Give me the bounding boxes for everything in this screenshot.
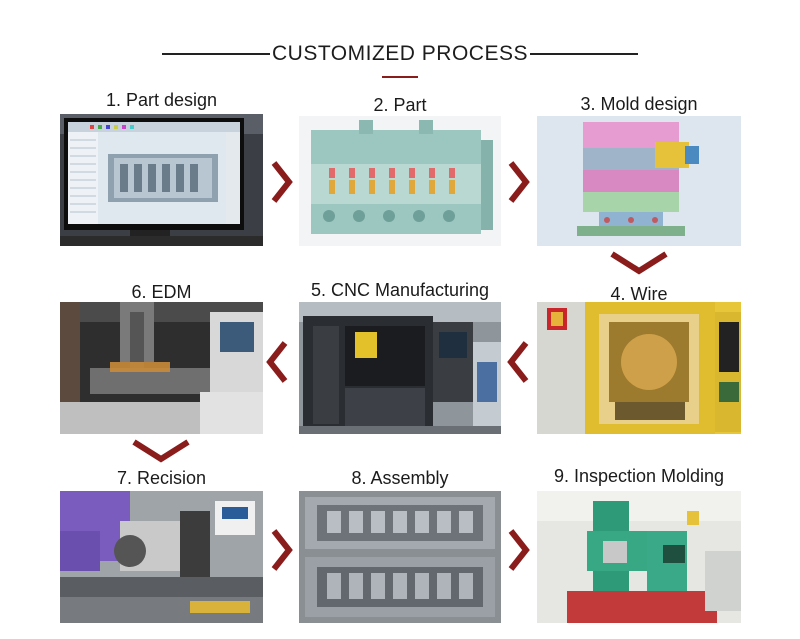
arrow-8-to-9 <box>507 528 531 572</box>
title-divider-right <box>530 53 638 55</box>
step-5-photo-cnc <box>299 302 501 434</box>
step-1-photo-part-design <box>60 114 263 246</box>
step-9-label: 9. Inspection Molding <box>553 466 725 486</box>
arrow-4-to-5 <box>506 340 530 384</box>
step-6-label: 6. EDM <box>131 282 192 302</box>
arrow-6-to-7 <box>131 438 191 464</box>
chevron-down-icon <box>132 439 190 463</box>
chevron-left-icon <box>507 341 529 383</box>
step-4-label: 4. Wire <box>610 284 668 304</box>
arrow-5-to-6 <box>265 340 289 384</box>
step-8-label: 8. Assembly <box>351 468 449 488</box>
title-divider-left <box>162 53 270 55</box>
step-7-photo-recision <box>60 491 263 623</box>
title-accent-underline <box>382 76 418 78</box>
chevron-right-icon <box>271 161 293 203</box>
step-1-label: 1. Part design <box>105 90 218 110</box>
chevron-right-icon <box>508 161 530 203</box>
step-2-photo-part <box>299 116 501 246</box>
arrow-7-to-8 <box>270 528 294 572</box>
chevron-right-icon <box>271 529 293 571</box>
chevron-right-icon <box>508 529 530 571</box>
header: CUSTOMIZED PROCESS <box>0 36 800 78</box>
step-9-photo-inspection-molding <box>537 491 741 623</box>
arrow-3-to-4 <box>609 250 669 276</box>
step-2-label: 2. Part <box>373 95 427 115</box>
step-3-photo-mold-design <box>537 116 741 246</box>
step-4-photo-wire <box>537 302 741 434</box>
chevron-left-icon <box>266 341 288 383</box>
step-6-photo-edm <box>60 302 263 434</box>
chevron-down-icon <box>610 251 668 275</box>
step-3-label: 3. Mold design <box>580 94 698 114</box>
page-title: CUSTOMIZED PROCESS <box>272 42 528 65</box>
step-5-label: 5. CNC Manufacturing <box>310 280 490 300</box>
step-8-photo-assembly <box>299 491 501 623</box>
step-7-label: 7. Recision <box>116 468 207 488</box>
arrow-2-to-3 <box>507 160 531 204</box>
arrow-1-to-2 <box>270 160 294 204</box>
